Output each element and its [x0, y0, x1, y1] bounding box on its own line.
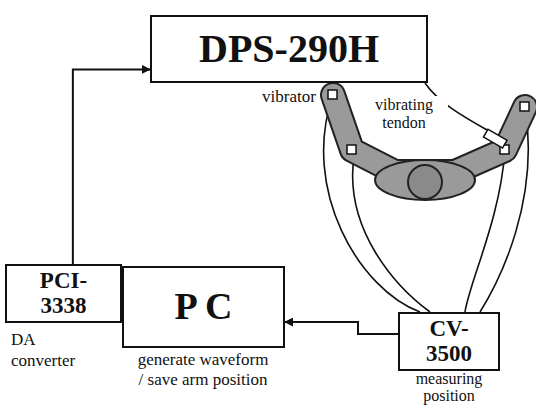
head — [408, 165, 442, 199]
part-label: vibrating tendon — [360, 96, 448, 132]
marker — [520, 102, 529, 111]
device-name: CV-3500 — [425, 317, 474, 365]
device-box: DPS-290Hvibrator — [150, 15, 428, 83]
vibrator-tip — [483, 129, 507, 148]
device-caption: DA converter — [11, 329, 96, 371]
shoulders — [375, 160, 475, 200]
device-caption: generate waveform / save arm position — [135, 350, 271, 390]
marker — [347, 145, 356, 154]
device-caption: measuring position — [394, 370, 504, 404]
device-name: DPS-290H — [199, 28, 379, 70]
marker — [328, 90, 337, 99]
signal-arrow — [285, 322, 398, 334]
signal-arrow — [73, 69, 150, 264]
device-box: PCI-3338DA converter — [5, 264, 122, 323]
device-box: P Cgenerate waveform / save arm position — [122, 266, 285, 348]
device-name: P C — [174, 287, 232, 327]
device-name: PCI-3338 — [38, 269, 90, 317]
device-box: CV-3500measuring position — [398, 312, 500, 371]
